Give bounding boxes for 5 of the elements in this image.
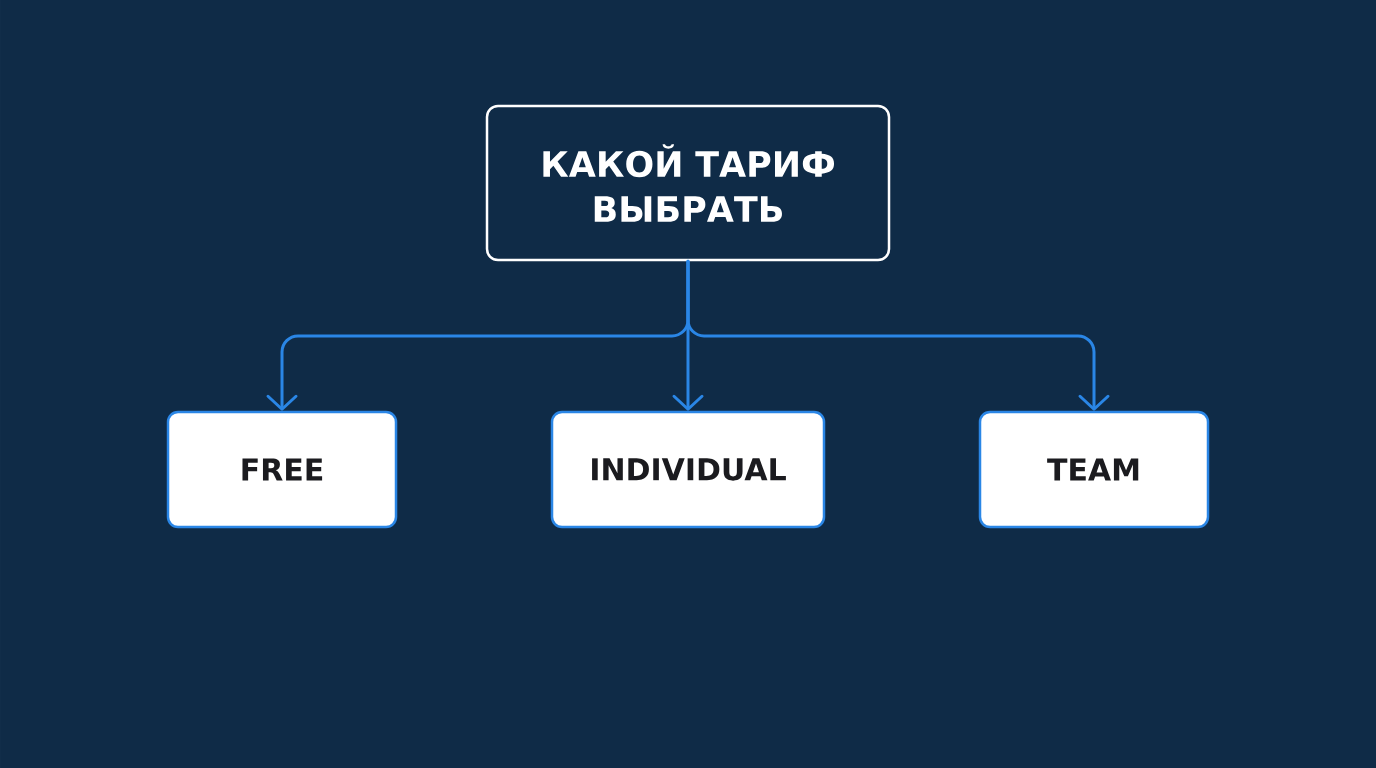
option-box: FREE [166, 410, 398, 529]
arrow [686, 259, 1110, 411]
title-box: КАКОЙ ТАРИФ ВЫБРАТЬ [485, 104, 891, 262]
option-box: INDIVIDUAL [550, 410, 826, 529]
option-box: TEAM [978, 410, 1210, 529]
